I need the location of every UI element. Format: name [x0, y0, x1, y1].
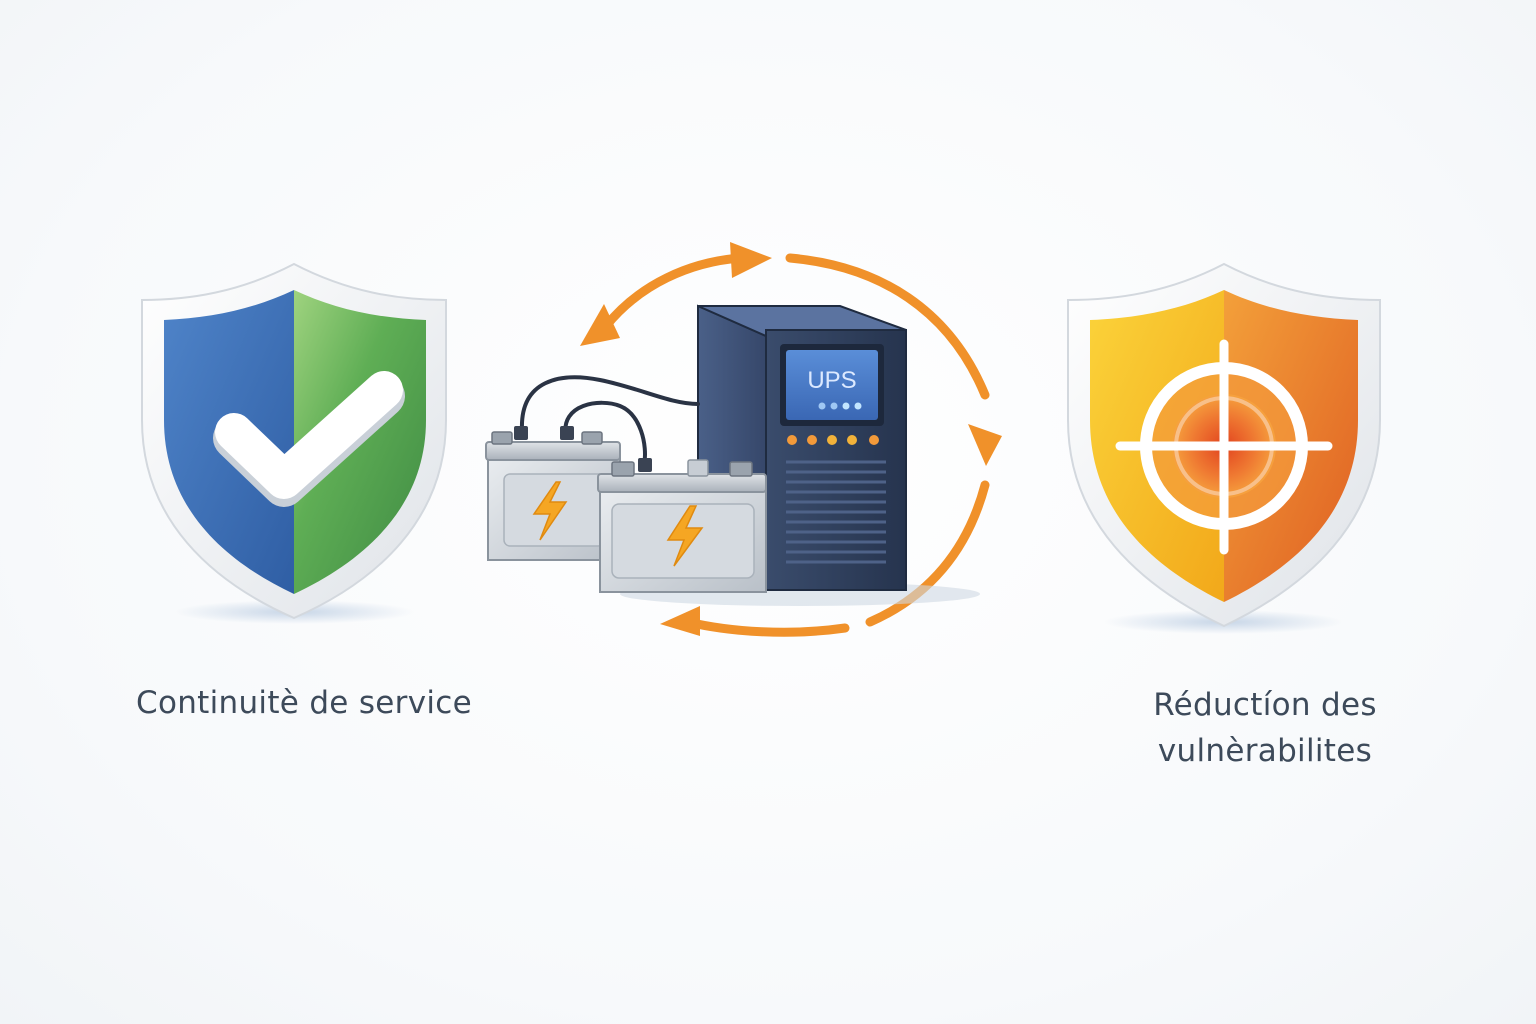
arrow-head-top [730, 242, 772, 278]
cycle-arrows-icon [601, 253, 990, 637]
caption-continuity: Continuitè de service [104, 680, 504, 726]
battery-cables [519, 375, 700, 468]
shield-target-icon [1067, 262, 1381, 634]
arrow-head-right [968, 424, 1002, 466]
caption-vulnerability-line1: Réductíon des [1153, 687, 1377, 723]
arrow-head-bottom [660, 606, 700, 636]
shield-check-icon [141, 262, 447, 624]
caption-vulnerability: Réductíon des vulnèrabilites [1070, 682, 1460, 774]
arrow-heads [580, 242, 1002, 636]
arrow-head-left-top [580, 304, 620, 346]
caption-continuity-text: Continuitè de service [136, 685, 472, 721]
ups-label: UPS [807, 367, 856, 394]
battery-bolt-icon [485, 426, 621, 561]
caption-vulnerability-line2: vulnèrabilites [1157, 733, 1373, 769]
battery-bolt-icon [597, 458, 767, 593]
